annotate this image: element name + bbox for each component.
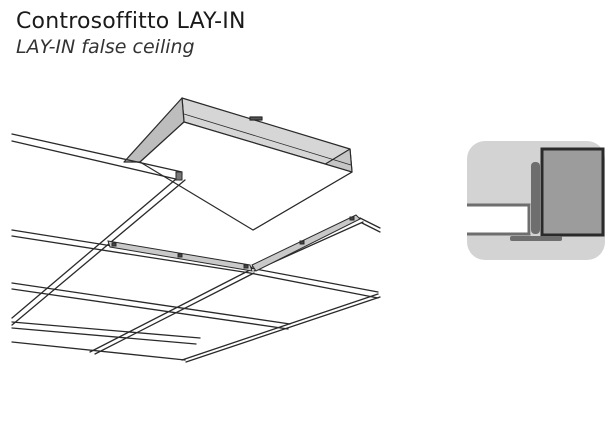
detail-panel-left [467, 205, 531, 234]
cross-runner-2b [11, 288, 289, 330]
upper-tee-body [251, 214, 361, 272]
tee-clip-4 [299, 240, 305, 245]
right-runner-upper [249, 267, 379, 293]
tee-clip-5 [349, 216, 355, 221]
cross-tee-highlight [107, 171, 361, 272]
tee-clip-2 [177, 253, 183, 258]
cross-runner-1b [11, 235, 251, 274]
tile-underside [139, 121, 353, 231]
upper-right-stub [359, 217, 381, 229]
lifted-ceiling-tile [123, 97, 353, 231]
tile-edge-line [183, 113, 352, 166]
cross-runner-3b [11, 327, 197, 345]
right-runner-lower [249, 272, 379, 299]
detail-tee-flange [510, 236, 562, 241]
runner-top-edge [11, 133, 183, 173]
diagonal-runner-b2 [185, 296, 381, 363]
diagonal-runner-a [89, 269, 251, 353]
cross-runner-2 [11, 282, 291, 325]
diagonal-runner-a2 [94, 272, 255, 355]
page-title: Controsoffitto LAY-IN [16, 9, 246, 34]
cross-runner-4 [11, 341, 186, 361]
main-runner-upper [11, 173, 183, 319]
tee-clip-1 [111, 242, 117, 247]
diagonal-runner-b [181, 293, 379, 361]
tile-clip [249, 116, 263, 121]
tee-clip-3 [243, 264, 249, 269]
upper-right-stub-b [361, 222, 381, 233]
page-subtitle: LAY-IN false ceiling [16, 36, 195, 58]
cross-runner-3 [11, 321, 201, 339]
runner-top-edge-lower [11, 140, 181, 181]
detail-panel-right [540, 147, 605, 237]
detail-tee-stem [531, 162, 540, 234]
detail-panel-left-outline [467, 203, 531, 236]
ceiling-grid [11, 133, 381, 363]
main-runner-lower [11, 179, 186, 326]
runner-end-clip [175, 171, 183, 181]
profile-detail-icon [467, 141, 605, 260]
